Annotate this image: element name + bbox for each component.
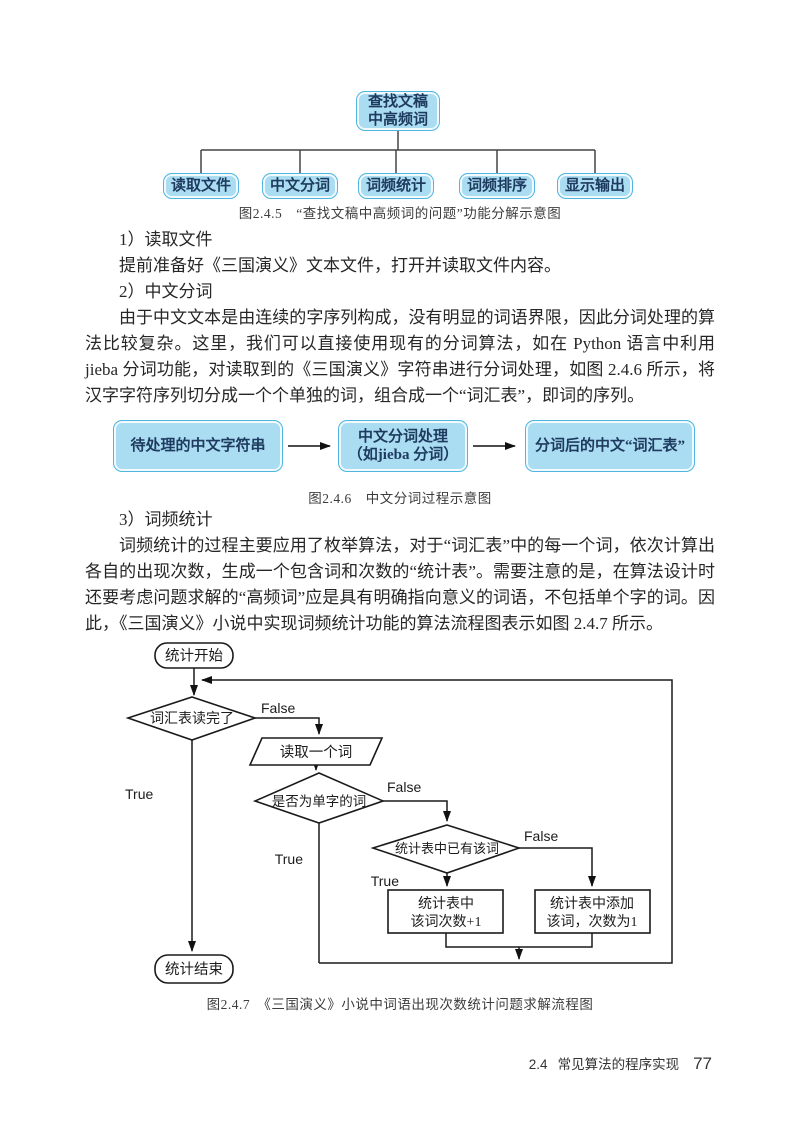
tree-node-read-file: 读取文件 — [163, 173, 239, 199]
increment-label-line2: 该词次数+1 — [411, 914, 482, 930]
false-label-exists: False — [524, 828, 558, 844]
decision-single-node — [252, 772, 386, 824]
figure-decomposition-tree: 查找文稿 中高频词 读取文件 中文分词 词频统计 词频排序 显示输出 — [0, 88, 800, 200]
true-label-single: True — [275, 851, 303, 867]
decision-finished-node — [125, 696, 258, 741]
tree-node-frequency-count: 词频统计 — [358, 173, 434, 199]
tree-node-display-output: 显示输出 — [557, 173, 633, 199]
end-node — [154, 954, 234, 984]
read-word-node — [248, 737, 384, 766]
true-label-exists: True — [371, 873, 399, 889]
increment-label-line1: 统计表中 — [418, 896, 474, 912]
arrow-false-to-read — [255, 717, 323, 735]
pipeline-box-output: 分词后的中文“词汇表” — [525, 420, 695, 472]
decision-finished-label: 词汇表读完了 — [150, 710, 234, 727]
add-label-line1: 统计表中添加 — [550, 896, 634, 912]
page-footer: 2.4 常见算法的程序实现 77 — [529, 1053, 712, 1074]
footer-section-title: 常见算法的程序实现 — [557, 1057, 680, 1072]
heading-read-file: 1）读取文件 — [119, 230, 213, 249]
flowchart-canvas: 统计开始 词汇表读完了 读取一个词 是否为单字的词 统计表中已有该词 统计表中 … — [125, 642, 673, 984]
end-label: 统计结束 — [165, 961, 223, 978]
tree-root-line1: 查找文稿 — [367, 94, 428, 110]
pipeline-box-process-line1: 中文分词处理 — [357, 429, 448, 445]
pipeline-box-process: 中文分词处理 （如jieba 分词） — [338, 420, 468, 472]
loopback-line — [201, 676, 673, 964]
footer-page-number: 77 — [693, 1054, 712, 1073]
pipeline-box-process-line2: （如jieba 分词） — [347, 447, 459, 463]
start-label: 统计开始 — [165, 648, 223, 665]
arrow-false-to-exists — [383, 800, 451, 822]
decision-exists-label: 统计表中已有该词 — [395, 841, 499, 856]
add-label-line2: 该词，次数为1 — [547, 914, 638, 930]
read-word-label: 读取一个词 — [280, 744, 353, 761]
body-text-block-1: 1）读取文件 提前准备好《三国演义》文本文件，打开并读取文件内容。 2）中文分词… — [85, 227, 715, 409]
para-read-file: 提前准备好《三国演义》文本文件，打开并读取文件内容。 — [119, 256, 561, 275]
arrow-exists-false — [519, 847, 596, 887]
heading-segmentation: 2）中文分词 — [119, 282, 213, 301]
increment-node — [387, 889, 504, 934]
tree-root-node: 查找文稿 中高频词 — [356, 91, 440, 131]
figure-245-caption: 图2.4.5 “查找文稿中高频词的问题”功能分解示意图 — [238, 206, 562, 221]
pipeline-box-input: 待处理的中文字符串 — [113, 420, 283, 472]
footer-section-number: 2.4 — [528, 1057, 548, 1072]
tree-node-frequency-sort: 词频排序 — [459, 173, 535, 199]
para-frequency: 词频统计的过程主要应用了枚举算法，对于“词汇表”中的每一个词，依次计算出各自的出… — [85, 536, 715, 633]
figure-segmentation-flow: 待处理的中文字符串 中文分词处理 （如jieba 分词） 分词后的中文“词汇表” — [0, 415, 800, 477]
figure-246-caption: 图2.4.6 中文分词过程示意图 — [308, 491, 492, 506]
decision-single-label: 是否为单字的词 — [272, 794, 367, 809]
false-label-finished: False — [261, 700, 295, 716]
false-label-single: False — [387, 779, 421, 795]
body-text-block-2: 3）词频统计 词频统计的过程主要应用了枚举算法，对于“词汇表”中的每一个词，依次… — [85, 507, 715, 637]
tree-connector-lines — [200, 131, 596, 173]
heading-frequency: 3）词频统计 — [119, 510, 213, 529]
pipeline-arrows — [288, 442, 516, 450]
start-node — [154, 642, 234, 669]
merge-line — [445, 933, 593, 948]
tree-root-line2: 中高频词 — [367, 112, 428, 128]
para-segmentation: 由于中文文本是由连续的字序列构成，没有明显的词语界限，因此分词处理的算法比较复杂… — [85, 308, 715, 405]
figure-247-caption: 图2.4.7 《三国演义》小说中词语出现次数统计问题求解流程图 — [206, 997, 594, 1012]
figure-flowchart: 统计开始 词汇表读完了 读取一个词 是否为单字的词 统计表中已有该词 统计表中 … — [0, 640, 800, 992]
true-label-finished: True — [125, 786, 153, 802]
decision-exists-node — [370, 824, 522, 874]
add-node — [534, 889, 651, 934]
tree-node-segmentation: 中文分词 — [262, 173, 338, 199]
